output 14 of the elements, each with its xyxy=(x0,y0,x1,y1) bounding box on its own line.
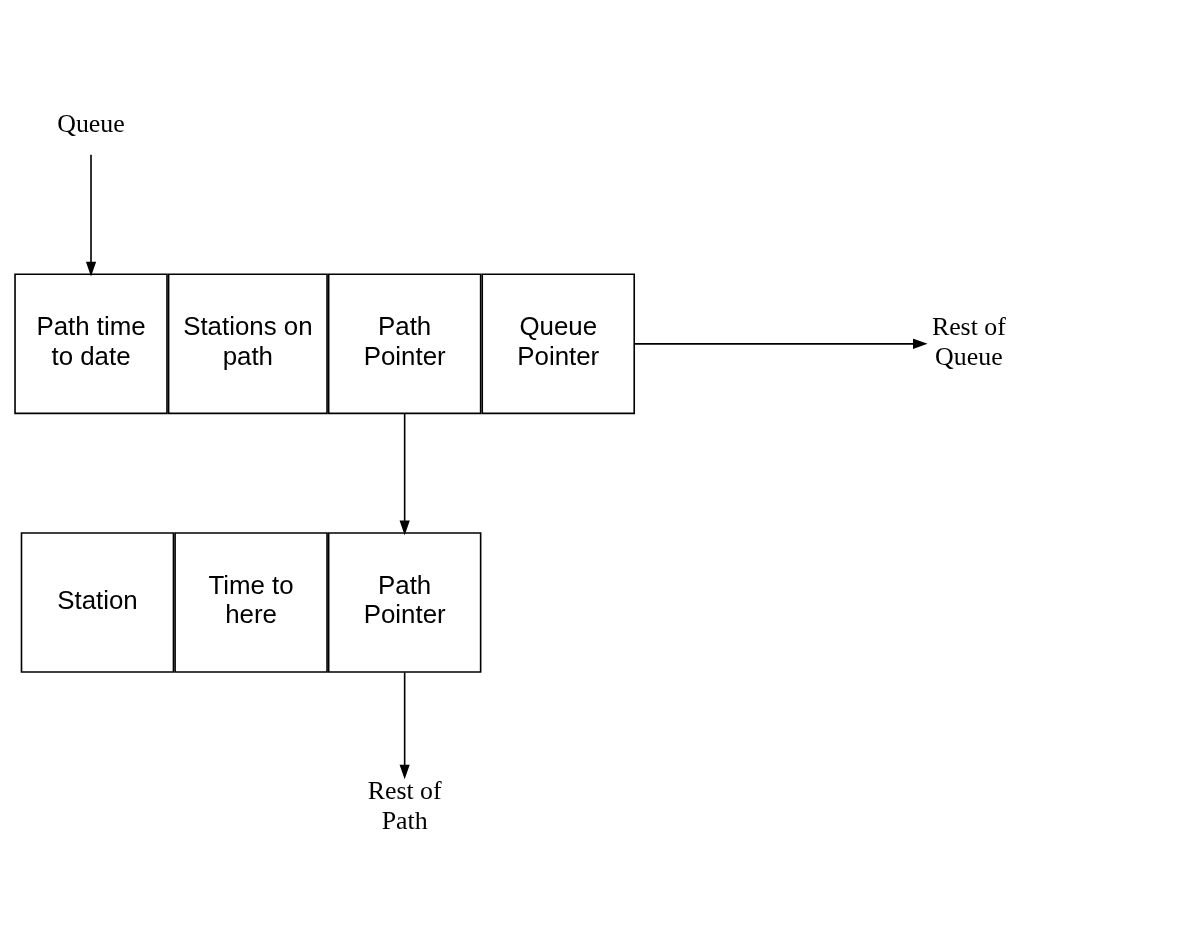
node-text: Rest of Path xyxy=(367,776,442,835)
node-box: Stations on path xyxy=(167,273,328,415)
node-box: Time to here xyxy=(174,532,328,673)
node-box: Queue Pointer xyxy=(481,273,636,415)
arrow xyxy=(85,154,97,277)
node-text: Queue xyxy=(57,108,125,138)
node-box: Path Pointer xyxy=(327,532,482,673)
node-text: Rest of Queue xyxy=(931,312,1006,371)
arrow xyxy=(399,413,410,536)
node-box: Path Pointer xyxy=(327,273,482,415)
node-box: Station xyxy=(20,532,175,673)
node-box: Path time to date xyxy=(14,273,168,415)
arrow xyxy=(633,338,928,349)
arrow xyxy=(399,671,410,780)
